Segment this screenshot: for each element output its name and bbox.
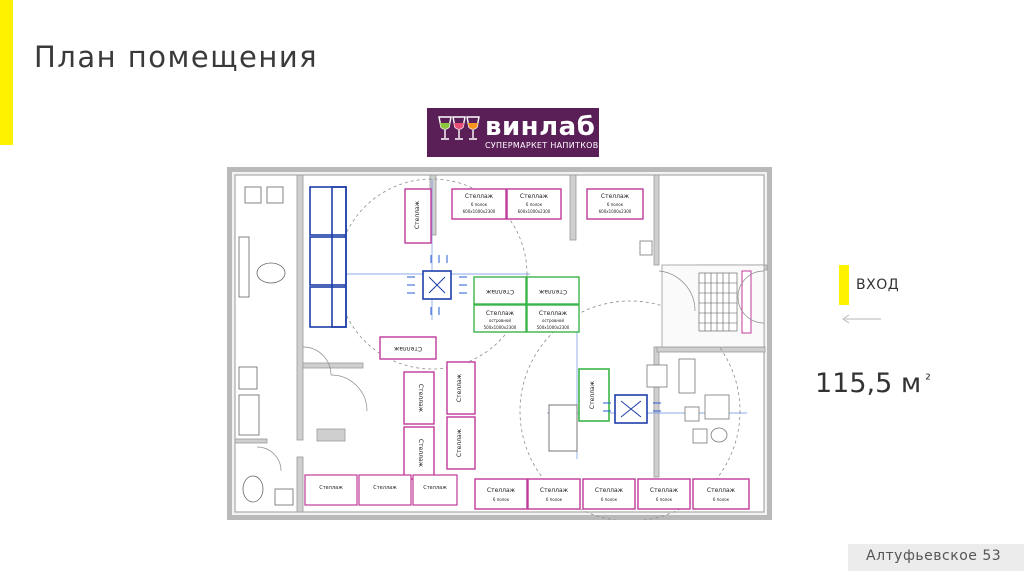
island-upper-2-label: Стеллаж	[538, 288, 567, 295]
narrow-shelf-2	[446, 416, 476, 470]
bottom-shelf-5	[692, 478, 750, 510]
camera-glyphs	[428, 276, 642, 418]
top-shelf-1-label: Стеллаж	[465, 193, 494, 200]
flow-arrows	[407, 255, 661, 412]
left-column-shelf-1	[403, 371, 435, 425]
glass-3-fill	[468, 123, 478, 129]
entrance-label: ВХОД	[856, 277, 900, 293]
entrance-mat	[698, 272, 738, 332]
narrow-shelf-1	[446, 361, 476, 415]
island-lower-2-label: Стеллаж	[539, 310, 568, 317]
island-upper-1-label: Стеллаж	[485, 288, 514, 295]
bottom-left-shelf-3	[412, 474, 458, 506]
accent-bar	[0, 0, 13, 145]
island-upper-1	[473, 276, 527, 305]
logo-wordmark: винлаб	[485, 112, 596, 142]
island-lower-2-dims: 500x1000x2300	[537, 325, 570, 330]
glass-2-fill	[454, 123, 464, 129]
bottom-shelf-1-label: Стеллаж	[487, 487, 516, 494]
guard-post	[710, 427, 728, 443]
backroom-shelves	[309, 186, 347, 328]
top-shelf-2	[506, 188, 562, 220]
left-column-shelves	[403, 371, 435, 480]
bottom-left-shelf-1	[304, 474, 358, 506]
top-shelf-1-dims: 600x1000x2300	[463, 209, 496, 214]
bottom-shelf-2	[527, 478, 581, 510]
top-shelf-3-sub: 6 полок	[607, 202, 624, 207]
green-shelf	[578, 368, 610, 422]
camera-icons	[422, 270, 648, 424]
bottom-shelf-5-label: Стеллаж	[707, 487, 736, 494]
utility-room	[238, 186, 294, 506]
glass-1-fill	[440, 123, 450, 129]
bottom-left-shelf-3-label: Стеллаж	[423, 485, 447, 491]
top-shelf-3-label: Стеллаж	[601, 193, 630, 200]
narrow-shelf-2-label: Стеллаж	[456, 428, 463, 457]
mid-shelf	[379, 336, 437, 360]
top-shelf-2-dims: 600x1000x2300	[518, 209, 551, 214]
checkout-counter	[548, 404, 578, 452]
entrance-arrow-icon	[842, 314, 881, 324]
camera-1	[422, 270, 452, 300]
bottom-shelf-1-sub: 6 полок	[493, 497, 510, 502]
top-shelves	[451, 188, 644, 220]
island-shelves	[473, 276, 580, 333]
bottom-shelf-3	[582, 478, 636, 510]
side-shelf-top-label: Стеллаж	[414, 200, 421, 229]
bottom-shelf-2-sub: 6 полок	[546, 497, 563, 502]
island-lower-1-dims: 500x1000x2300	[484, 325, 517, 330]
top-shelf-2-sub: 6 полок	[526, 202, 543, 207]
bottom-shelf-5-sub: 6 полок	[713, 497, 730, 502]
bottom-left-shelf-2-label: Стеллаж	[373, 485, 397, 491]
address-footer: Алтуфьевское 53	[866, 548, 1002, 564]
bottom-left-shelf-2	[358, 474, 412, 506]
bottom-left-shelf-1-label: Стеллаж	[319, 485, 343, 491]
camera-2	[614, 394, 648, 424]
bottom-shelf-3-label: Стеллаж	[595, 487, 624, 494]
island-lower-1-sub: островной	[489, 318, 511, 323]
entrance-doors	[658, 270, 765, 324]
entrance-marker	[839, 265, 849, 305]
island-upper-2	[526, 276, 580, 305]
top-shelf-3	[586, 188, 644, 220]
bottom-left-shelves	[304, 474, 458, 506]
green-shelf-label: Стеллаж	[589, 380, 596, 409]
top-shelf-3-dims: 600x1000x2300	[599, 209, 632, 214]
bottom-shelf-4	[637, 478, 691, 510]
top-shelf-1	[451, 188, 507, 220]
wine-glasses-icon	[438, 116, 480, 140]
mid-shelf-label: Стеллаж	[393, 345, 422, 352]
island-lower-2	[526, 304, 580, 333]
floor-plan: Стеллаж Стеллаж Стеллаж 6 полок 6 полок …	[227, 167, 772, 520]
top-shelf-2-label: Стеллаж	[520, 193, 549, 200]
left-column-shelf-1-label: Стеллаж	[417, 384, 424, 413]
island-lower-1-label: Стеллаж	[486, 310, 515, 317]
narrow-shelves	[446, 361, 476, 470]
logo-tagline: СУПЕРМАРКЕТ НАПИТКОВ	[485, 141, 599, 150]
left-column-shelf-2-label: Стеллаж	[417, 439, 424, 468]
entrance-frame	[741, 270, 752, 334]
island-lower-1	[473, 304, 527, 333]
bottom-shelf-3-sub: 6 полок	[601, 497, 618, 502]
bottom-shelf-1	[474, 478, 528, 510]
area-unit-superscript: ²	[925, 372, 931, 388]
footer-band	[848, 544, 1024, 571]
island-lower-2-sub: островной	[542, 318, 564, 323]
area-number: 115,5 м	[815, 368, 922, 399]
bottom-shelf-4-label: Стеллаж	[650, 487, 679, 494]
equipment	[639, 240, 730, 444]
narrow-shelf-1-label: Стеллаж	[456, 373, 463, 402]
brand-logo: винлаб СУПЕРМАРКЕТ НАПИТКОВ	[427, 108, 599, 157]
bottom-shelf-2-label: Стеллаж	[540, 487, 569, 494]
bottom-shelf-4-sub: 6 полок	[656, 497, 673, 502]
top-shelf-1-sub: 6 полок	[471, 202, 488, 207]
side-shelf-top	[404, 188, 432, 244]
bottom-shelves	[474, 478, 750, 510]
left-column-shelf-2	[403, 426, 435, 480]
internal-walls	[234, 174, 768, 513]
utility-doors	[256, 346, 368, 472]
page-title: План помещения	[34, 40, 319, 74]
